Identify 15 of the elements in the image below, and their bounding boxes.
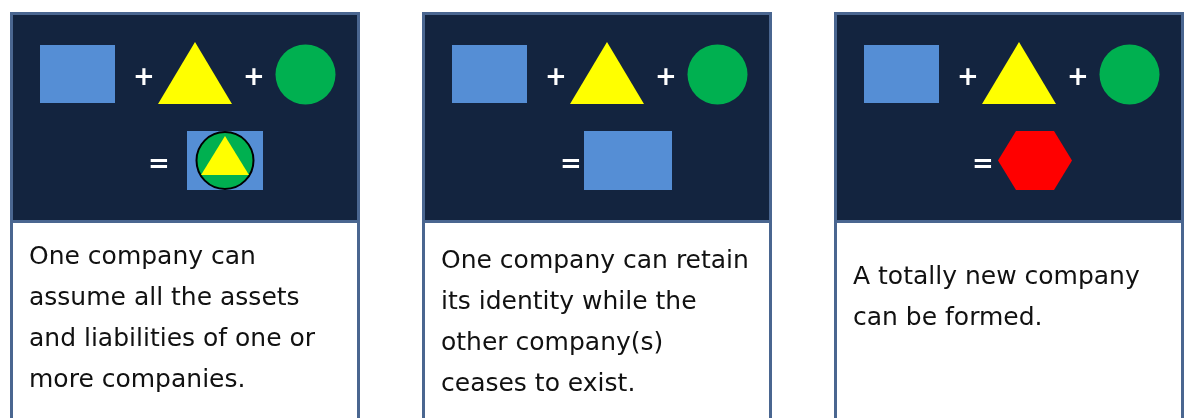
equals-sign: =	[560, 150, 582, 176]
description-text: A totally new company can be formed.	[853, 260, 1141, 333]
plus-sign: +	[1067, 63, 1089, 89]
plus-sign: +	[655, 63, 677, 89]
panel-card	[10, 12, 360, 418]
plus-sign: +	[545, 63, 567, 89]
panel-card	[834, 12, 1184, 418]
description-text: One company can assume all the assets and liabilities of one or more companies.	[29, 240, 317, 395]
panel-card	[422, 12, 772, 418]
plus-sign: +	[133, 63, 155, 89]
plus-sign: +	[957, 63, 979, 89]
description-text: One company can retain its identity while the other company(s) ceases to exist.	[441, 244, 750, 399]
equals-sign: =	[148, 150, 170, 176]
equals-sign: =	[972, 150, 994, 176]
plus-sign: +	[243, 63, 265, 89]
